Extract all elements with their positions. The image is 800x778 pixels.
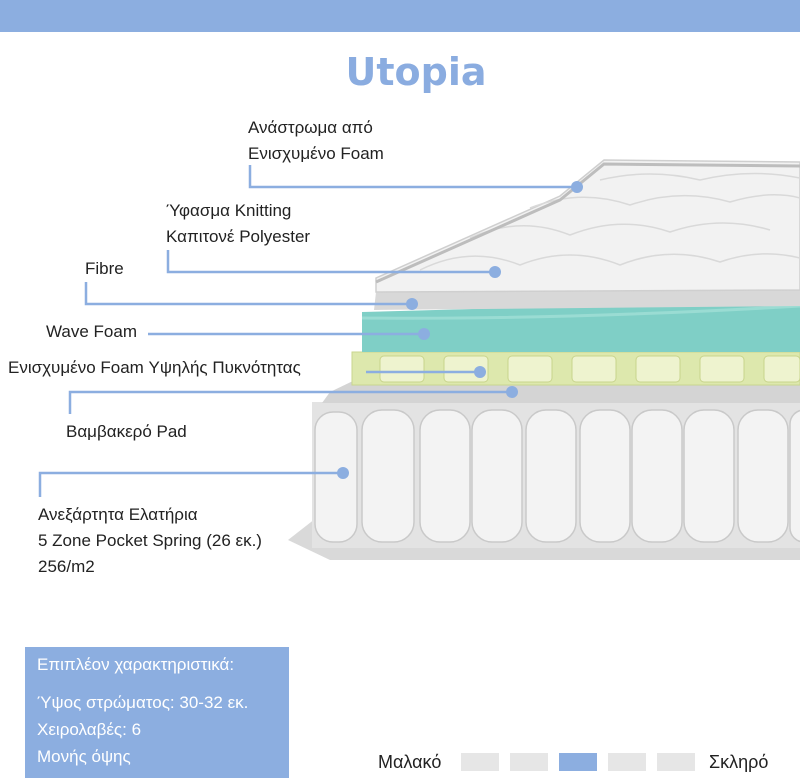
label-fibre: Fibre [85, 256, 124, 282]
label-high-density-foam: Ενισχυμένο Foam Υψηλής Πυκνότητας [8, 355, 301, 381]
product-title: Utopia [345, 50, 487, 94]
label-line: Wave Foam [46, 322, 138, 341]
quilted-top-layer [375, 159, 800, 293]
firmness-soft-label: Μαλακό [378, 752, 442, 772]
feature-item: Χειρολαβές: 6 [37, 720, 142, 739]
top-banner [0, 0, 800, 32]
label-line: Ύφασμα Knitting [166, 201, 292, 220]
label-line: 5 Zone Pocket Spring (26 εκ.) [38, 531, 262, 550]
label-wave-foam: Wave Foam [46, 319, 137, 345]
label-top-foam: Ανάστρωμα από Ενισχυμένο Foam [248, 115, 384, 167]
features-heading: Επιπλέον χαρακτηριστικά: [37, 655, 235, 674]
label-knitting-fabric: Ύφασμα Knitting Καπιτονέ Polyester [166, 198, 310, 250]
label-line: Ανεξάρτητα Ελατήρια [38, 505, 198, 524]
cotton-pad-layer [322, 380, 800, 403]
firmness-level-5 [657, 753, 695, 771]
feature-item: Ύψος στρώματος: 30-32 εκ. [37, 693, 249, 712]
callout-dots [337, 181, 583, 479]
features-box: Επιπλέον χαρακτηριστικά: Ύψος στρώματος:… [25, 647, 289, 778]
label-line: Καπιτονέ Polyester [166, 227, 311, 246]
label-line: Ενισχυμένο Foam [248, 144, 384, 163]
firmness-hard-label: Σκληρό [709, 752, 769, 772]
firmness-level-1 [461, 753, 499, 771]
feature-item: Μονής όψης [37, 747, 131, 766]
firmness-level-4 [608, 753, 646, 771]
pocket-springs [314, 409, 800, 543]
label-line: Βαμβακερό Pad [66, 422, 187, 441]
label-pocket-springs: Ανεξάρτητα Ελατήρια 5 Zone Pocket Spring… [38, 502, 262, 580]
firmness-level-2 [510, 753, 548, 771]
label-line: Fibre [85, 259, 124, 278]
label-cotton-pad: Βαμβακερό Pad [66, 419, 187, 445]
label-line: 256/m2 [38, 557, 95, 576]
label-line: Ανάστρωμα από [248, 118, 373, 137]
callout-lines [38, 165, 577, 497]
label-line: Ενισχυμένο Foam Υψηλής Πυκνότητας [8, 358, 301, 377]
firmness-level-3 [559, 753, 597, 771]
